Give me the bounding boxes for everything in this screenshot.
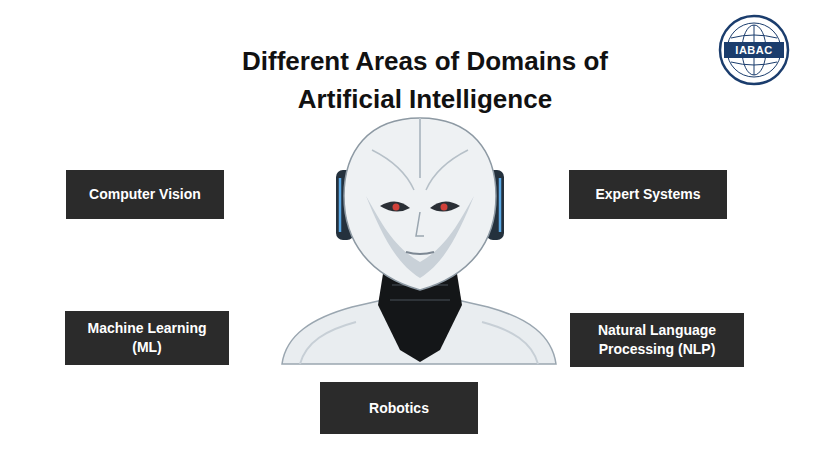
domain-box: Natural Language Processing (NLP) bbox=[570, 313, 744, 367]
domain-box: Computer Vision bbox=[66, 170, 224, 219]
domain-box: Robotics bbox=[320, 382, 478, 434]
domain-label: Robotics bbox=[369, 399, 429, 418]
diagram-title: Different Areas of Domains of Artificial… bbox=[205, 42, 645, 118]
domain-label: Expert Systems bbox=[595, 185, 700, 204]
logo-text: IABAC bbox=[735, 44, 772, 57]
domain-box: Machine Learning (ML) bbox=[65, 311, 229, 365]
domain-label: Natural Language Processing (NLP) bbox=[582, 321, 732, 359]
domain-box: Expert Systems bbox=[569, 170, 727, 219]
logo-emblem bbox=[720, 16, 788, 84]
domain-label: Machine Learning (ML) bbox=[77, 319, 217, 357]
domain-label: Computer Vision bbox=[89, 185, 201, 204]
